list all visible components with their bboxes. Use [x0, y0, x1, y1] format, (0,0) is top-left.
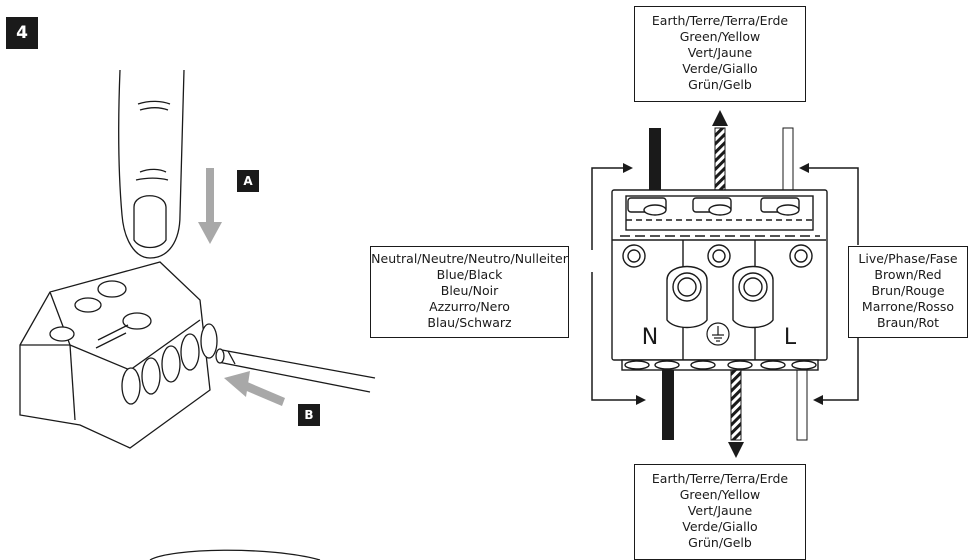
connector-block-icon — [19, 261, 218, 449]
live-bracket-arrows — [799, 163, 859, 405]
ground-icon — [706, 322, 730, 346]
earth-bottom-label-box: Earth/Terre/Terra/Erde Green/Yellow Vert… — [634, 464, 806, 560]
neutral-label-box: Neutral/Neutre/Neutro/Nulleiter Blue/Bla… — [370, 246, 569, 338]
neutral-wire-top — [649, 128, 661, 204]
label-b-badge: B — [298, 404, 320, 426]
live-label-box: Live/Phase/Fase Brown/Red Brun/Rouge Mar… — [848, 246, 968, 338]
step-number-badge: 4 — [6, 17, 38, 49]
insert-arrow-icon — [224, 371, 285, 406]
terminal-label-neutral: N — [642, 325, 658, 350]
label-a-badge: A — [237, 170, 259, 192]
terminal-block-icon — [611, 189, 828, 371]
earth-top-label-box: Earth/Terre/Terra/Erde Green/Yellow Vert… — [634, 6, 806, 102]
neutral-bracket-arrows — [591, 163, 646, 405]
terminal-label-live: L — [784, 325, 797, 350]
earth-top-pointer-icon — [712, 110, 728, 126]
press-arrow-icon — [198, 168, 222, 244]
earth-bottom-pointer-icon — [728, 442, 744, 458]
earth-wire-bottom — [730, 361, 742, 441]
inserted-wire-icon — [215, 348, 376, 393]
lid-outline-icon — [149, 549, 321, 560]
live-wire-bottom — [796, 361, 808, 441]
finger-icon — [118, 69, 185, 259]
neutral-wire-bottom — [662, 362, 674, 440]
